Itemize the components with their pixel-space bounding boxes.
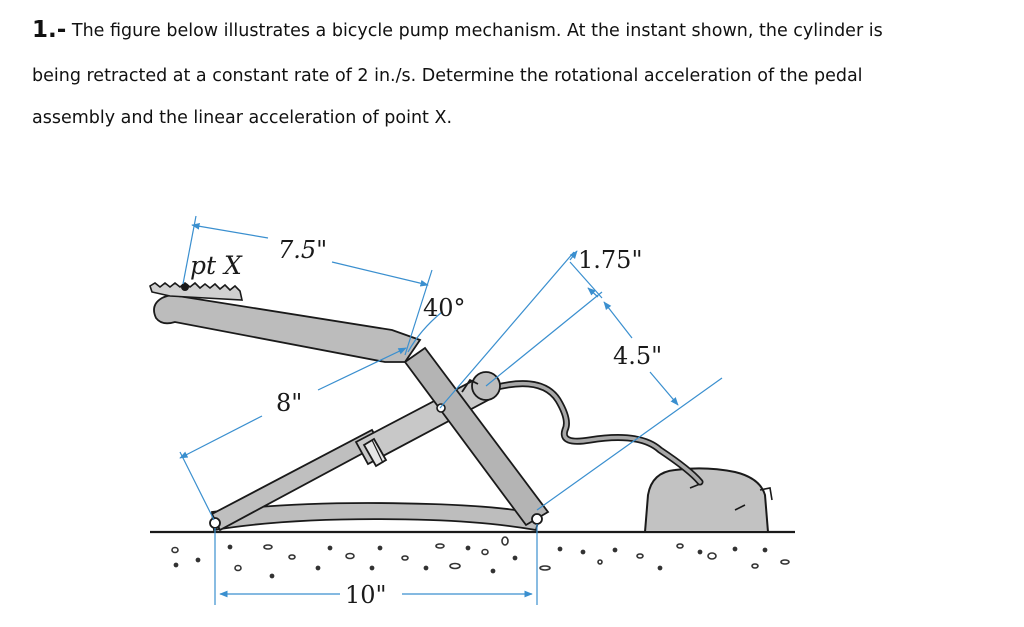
- pedal-arm: [153, 294, 422, 363]
- label-lower-arm-length: 8": [276, 389, 302, 417]
- support-link: [403, 346, 550, 527]
- problem-line-1: 1.- The figure below illustrates a bicyc…: [32, 16, 883, 43]
- label-base-length: 10": [345, 581, 387, 609]
- point-x-marker: [181, 283, 189, 291]
- rock: [643, 467, 770, 533]
- label-cylinder-length: 4.5": [613, 342, 662, 370]
- label-point-x: pt X: [190, 251, 243, 280]
- mid-pivot: [436, 403, 446, 413]
- problem-number: 1.-: [32, 17, 67, 43]
- label-offset: 1.75": [578, 246, 642, 274]
- problem-line-2: being retracted at a constant rate of 2 …: [32, 66, 863, 86]
- right-pivot: [531, 513, 543, 525]
- base-link: [211, 502, 542, 532]
- dimension-lines: [179, 215, 723, 605]
- problem-text-line-1: The figure below illustrates a bicycle p…: [71, 21, 883, 41]
- ground-gravel: [171, 536, 790, 579]
- left-pivot: [209, 517, 221, 529]
- label-angle: 40°: [423, 294, 466, 322]
- pedal-serration: [149, 281, 244, 301]
- label-upper-arm-length: 7.5": [278, 236, 327, 264]
- problem-line-3: assembly and the linear acceleration of …: [32, 108, 453, 128]
